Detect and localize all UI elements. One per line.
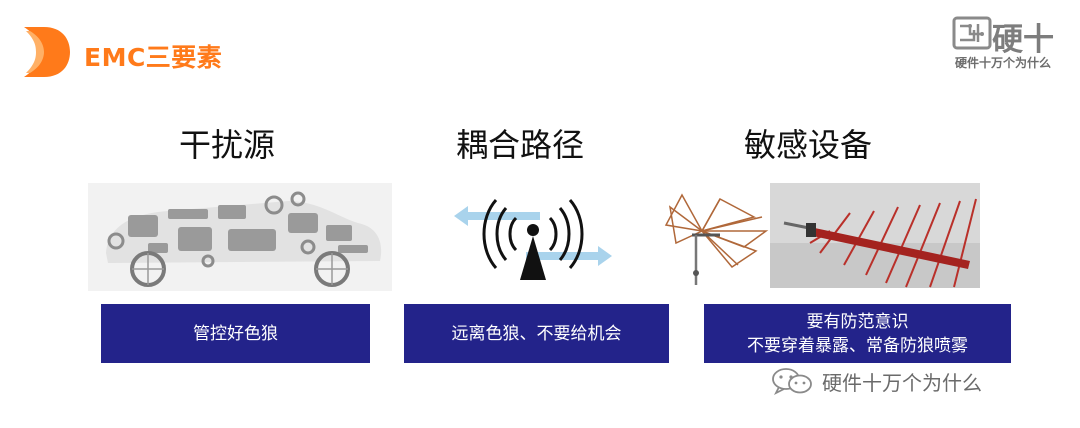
box-control-source: 管控好色狼 — [101, 304, 370, 363]
orange-d-logo-icon — [24, 27, 70, 77]
heading-coupling-path: 耦合路径 — [456, 126, 585, 164]
car-parts-icon — [88, 183, 392, 291]
log-periodic-antenna-icon — [770, 183, 980, 288]
wireless-signal-icon — [454, 199, 612, 280]
heading-interference-source: 干扰源 — [179, 126, 276, 164]
wechat-icon — [772, 368, 812, 396]
brand-logo: 硬十 硬件十万个为什么 — [952, 12, 1070, 74]
brand-subtitle: 硬件十万个为什么 — [955, 56, 1052, 70]
circuit-board-icon — [952, 16, 992, 50]
wechat-watermark: 硬件十万个为什么 — [770, 365, 982, 397]
slide-title: EMC三要素 — [84, 43, 223, 72]
box-line: 远离色狼、不要给机会 — [451, 323, 622, 344]
box-line: 管控好色狼 — [193, 323, 278, 344]
box-line: 要有防范意识 — [806, 311, 909, 332]
heading-sensitive-device: 敏感设备 — [744, 126, 873, 164]
brand-name: 硬十 — [992, 22, 1054, 58]
box-coupling-advice: 远离色狼、不要给机会 — [404, 304, 669, 363]
antenna-icon — [664, 193, 769, 285]
box-device-advice: 要有防范意识 不要穿着暴露、常备防狼喷雾 — [704, 304, 1011, 363]
watermark-text: 硬件十万个为什么 — [822, 370, 982, 395]
box-line: 不要穿着暴露、常备防狼喷雾 — [747, 335, 968, 356]
